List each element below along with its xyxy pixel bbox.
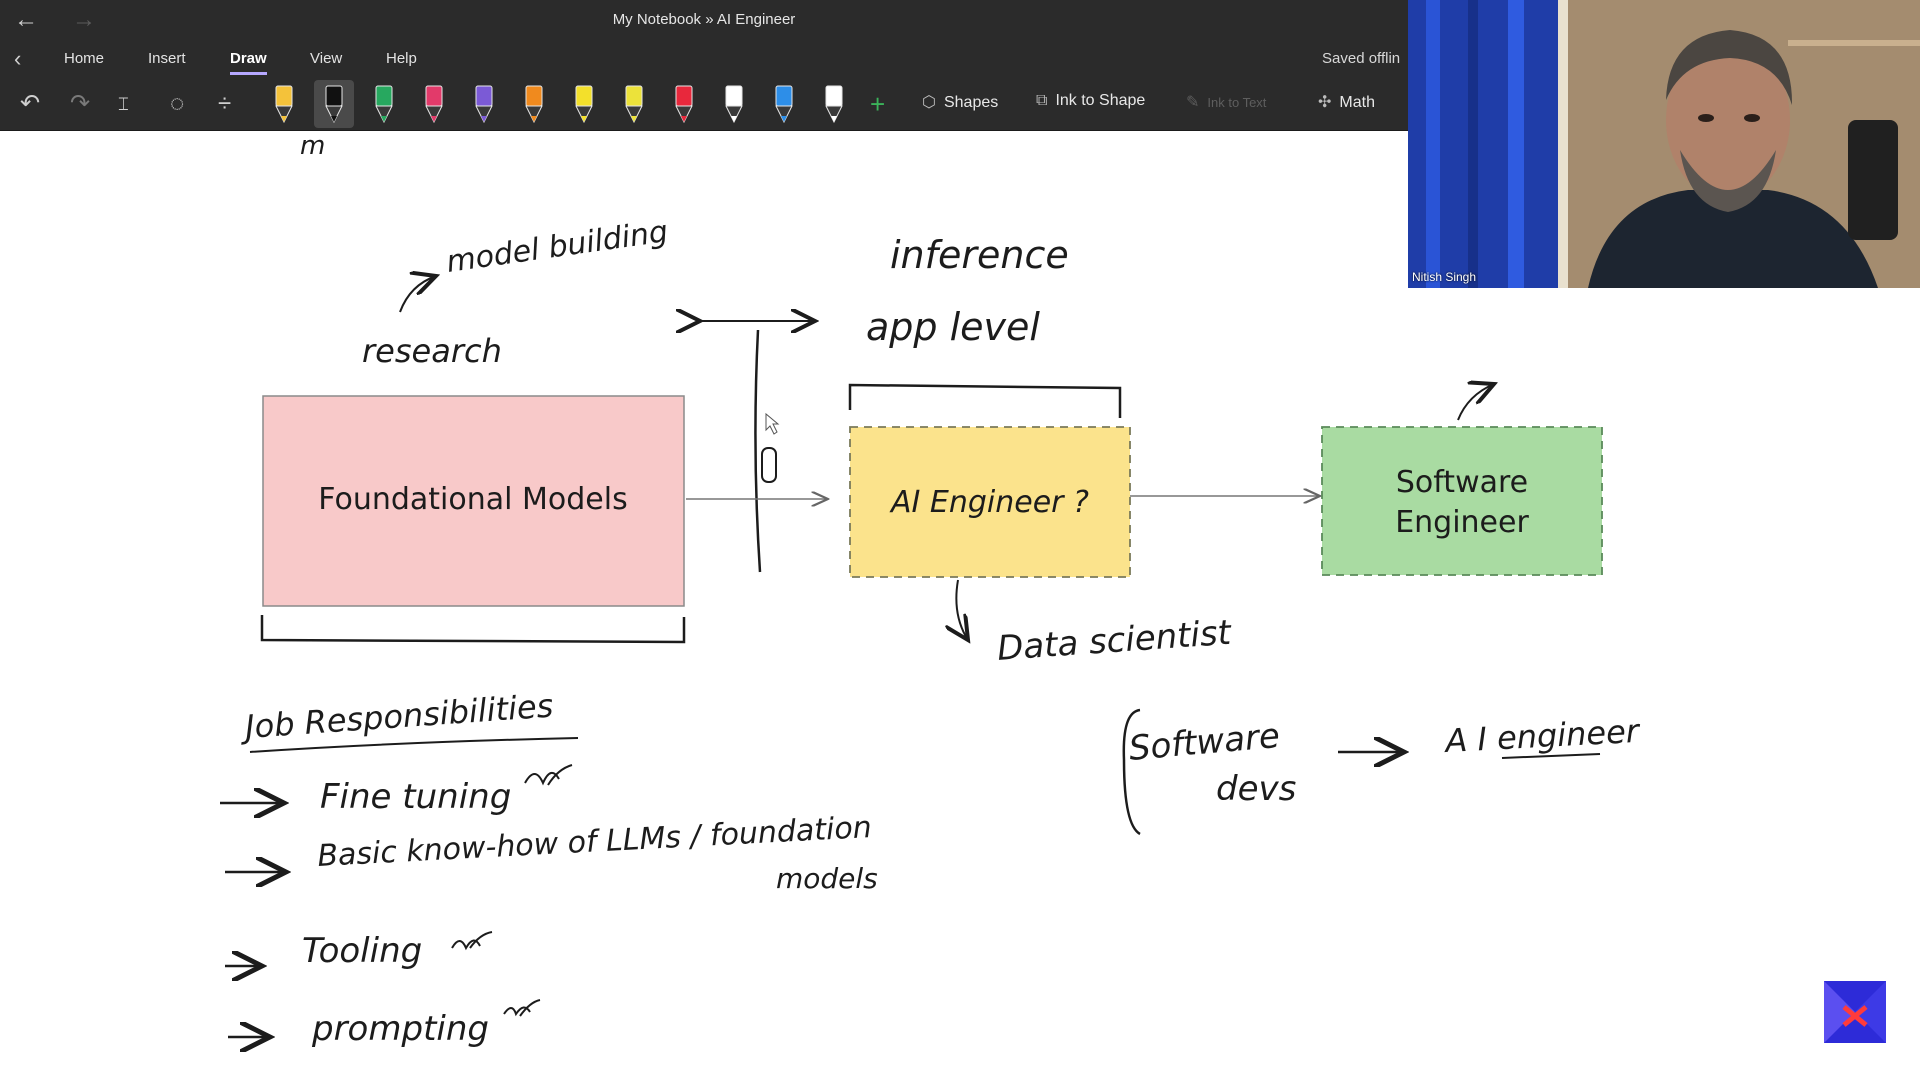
ink-data-scientist: Data scientist (996, 613, 1234, 669)
pen-icon (725, 85, 743, 124)
ink-bracket-bottom (260, 615, 686, 644)
mouse-cursor-icon (765, 412, 780, 435)
notebook-canvas[interactable]: m model building research inference app … (0, 131, 1920, 1080)
add-pen-icon[interactable]: + (870, 89, 886, 119)
ink-check-4 (503, 999, 541, 1017)
ink-model-building: model building (444, 214, 670, 280)
pen-icon (675, 85, 693, 124)
pen-icon (525, 85, 543, 124)
ink-software-devs-line2: devs (1216, 769, 1296, 809)
ink-software-devs-line1: Software (1127, 716, 1281, 769)
pen-1[interactable] (264, 80, 304, 128)
pen-6[interactable] (514, 80, 554, 128)
ai-engineer-label: AI Engineer ? (889, 485, 1089, 520)
software-engineer-box[interactable] (1321, 426, 1603, 576)
corner-logo-icon (1824, 981, 1886, 1043)
ink-to-text-label: Ink to Text (1207, 95, 1267, 110)
webcam-feed: Nitish Singh (1408, 0, 1920, 288)
ink-bracket-left (1122, 708, 1141, 836)
math-icon: ✣ (1318, 94, 1332, 111)
tab-view[interactable]: View (310, 50, 343, 67)
ink-to-shape-icon: ⧉ (1036, 92, 1048, 109)
type-select-icon[interactable]: ⌶ (118, 94, 129, 114)
shapes-icon: ⬡ (922, 94, 936, 111)
draw-ribbon: ↶ ↷ ⌶ ◌ ÷ + ⬡ Shapes ⧉ Ink to Shape ✎ Ink t… (0, 78, 1408, 131)
pen-icon (775, 85, 793, 124)
webcam-image (1408, 0, 1920, 288)
ink-arrow-data-scientist (956, 579, 968, 640)
ink-job-models: models (776, 862, 878, 895)
ink-to-text-icon: ✎ (1186, 94, 1200, 111)
ink-job-fine-tuning: Fine tuning (320, 777, 511, 817)
math-button[interactable]: ✣ Math (1318, 92, 1375, 112)
ink-underline-job (249, 737, 579, 753)
pen-9[interactable] (664, 80, 704, 128)
pen-icon (325, 85, 343, 124)
tab-home[interactable]: Home (64, 50, 105, 67)
pen-icon (375, 85, 393, 124)
ink-to-shape-button[interactable]: ⧉ Ink to Shape (1036, 92, 1145, 110)
redo-icon[interactable]: ↷ (70, 90, 91, 117)
pen-icon (475, 85, 493, 124)
back-arrow-icon[interactable]: ← (14, 6, 38, 33)
tab-draw[interactable]: Draw (230, 50, 267, 75)
ink-underline-engineer (1501, 753, 1601, 759)
pen-7[interactable] (564, 80, 604, 128)
pen-8[interactable] (614, 80, 654, 128)
saved-status: Saved offlin (1322, 50, 1401, 67)
pen-5[interactable] (464, 80, 504, 128)
ink-ai-engineer-short: A I engineer (1442, 712, 1641, 760)
ink-divider-line (754, 329, 762, 573)
pen-icon (825, 85, 843, 124)
collapse-chevron-icon[interactable]: ‹ (14, 46, 22, 71)
lasso-select-icon[interactable]: ◌ (170, 90, 185, 117)
tab-help[interactable]: Help (386, 50, 417, 67)
pen-icon (625, 85, 643, 124)
ink-to-text-button[interactable]: ✎ Ink to Text (1186, 92, 1266, 112)
pen-3[interactable] (364, 80, 404, 128)
ink-arrow-model-building (399, 276, 436, 313)
foundational-models-label: Foundational Models (318, 482, 627, 517)
foundational-models-box[interactable] (262, 395, 685, 607)
software-engineer-label-line1: Software (1396, 465, 1528, 500)
participant-name: Nitish Singh (1412, 270, 1477, 284)
pen-11[interactable] (764, 80, 804, 128)
ink-bracket-top (848, 383, 1122, 418)
math-label: Math (1339, 94, 1375, 111)
ink-check-3 (451, 931, 493, 951)
ink-app-level: app level (866, 305, 1040, 349)
ink-small-mark (761, 447, 777, 483)
ink-job-responsibilities: Job Responsibilities (238, 687, 554, 747)
ink-job-tooling: Tooling (302, 931, 422, 971)
ink-to-shape-label: Ink to Shape (1055, 92, 1146, 109)
menu-bar: ‹ Home Insert Draw View Help Saved offli… (0, 40, 1408, 78)
insert-space-icon[interactable]: ÷ (218, 90, 232, 117)
pen-2[interactable] (314, 80, 354, 128)
pen-10[interactable] (714, 80, 754, 128)
undo-icon[interactable]: ↶ (20, 90, 41, 117)
ai-engineer-box[interactable] (849, 426, 1131, 578)
forward-arrow-icon[interactable]: → (72, 6, 96, 33)
window-title: My Notebook » AI Engineer (612, 11, 796, 28)
pen-icon (575, 85, 593, 124)
title-bar: ← → My Notebook » AI Engineer (0, 0, 1408, 40)
pen-12[interactable] (814, 80, 854, 128)
tab-insert[interactable]: Insert (148, 50, 186, 67)
shapes-label: Shapes (943, 94, 999, 111)
pen-icon (275, 85, 293, 124)
pen-4[interactable] (414, 80, 454, 128)
shapes-button[interactable]: ⬡ Shapes (922, 92, 998, 112)
ink-fragment: m (300, 131, 325, 161)
pen-icon (425, 85, 443, 124)
ink-inference: inference (890, 233, 1069, 277)
ink-arrow-up-right (1457, 384, 1494, 421)
software-engineer-label-line2: Engineer (1395, 505, 1529, 540)
ink-check-1 (524, 764, 573, 786)
ink-job-prompting: prompting (311, 1009, 489, 1049)
ink-research: research (362, 332, 502, 370)
